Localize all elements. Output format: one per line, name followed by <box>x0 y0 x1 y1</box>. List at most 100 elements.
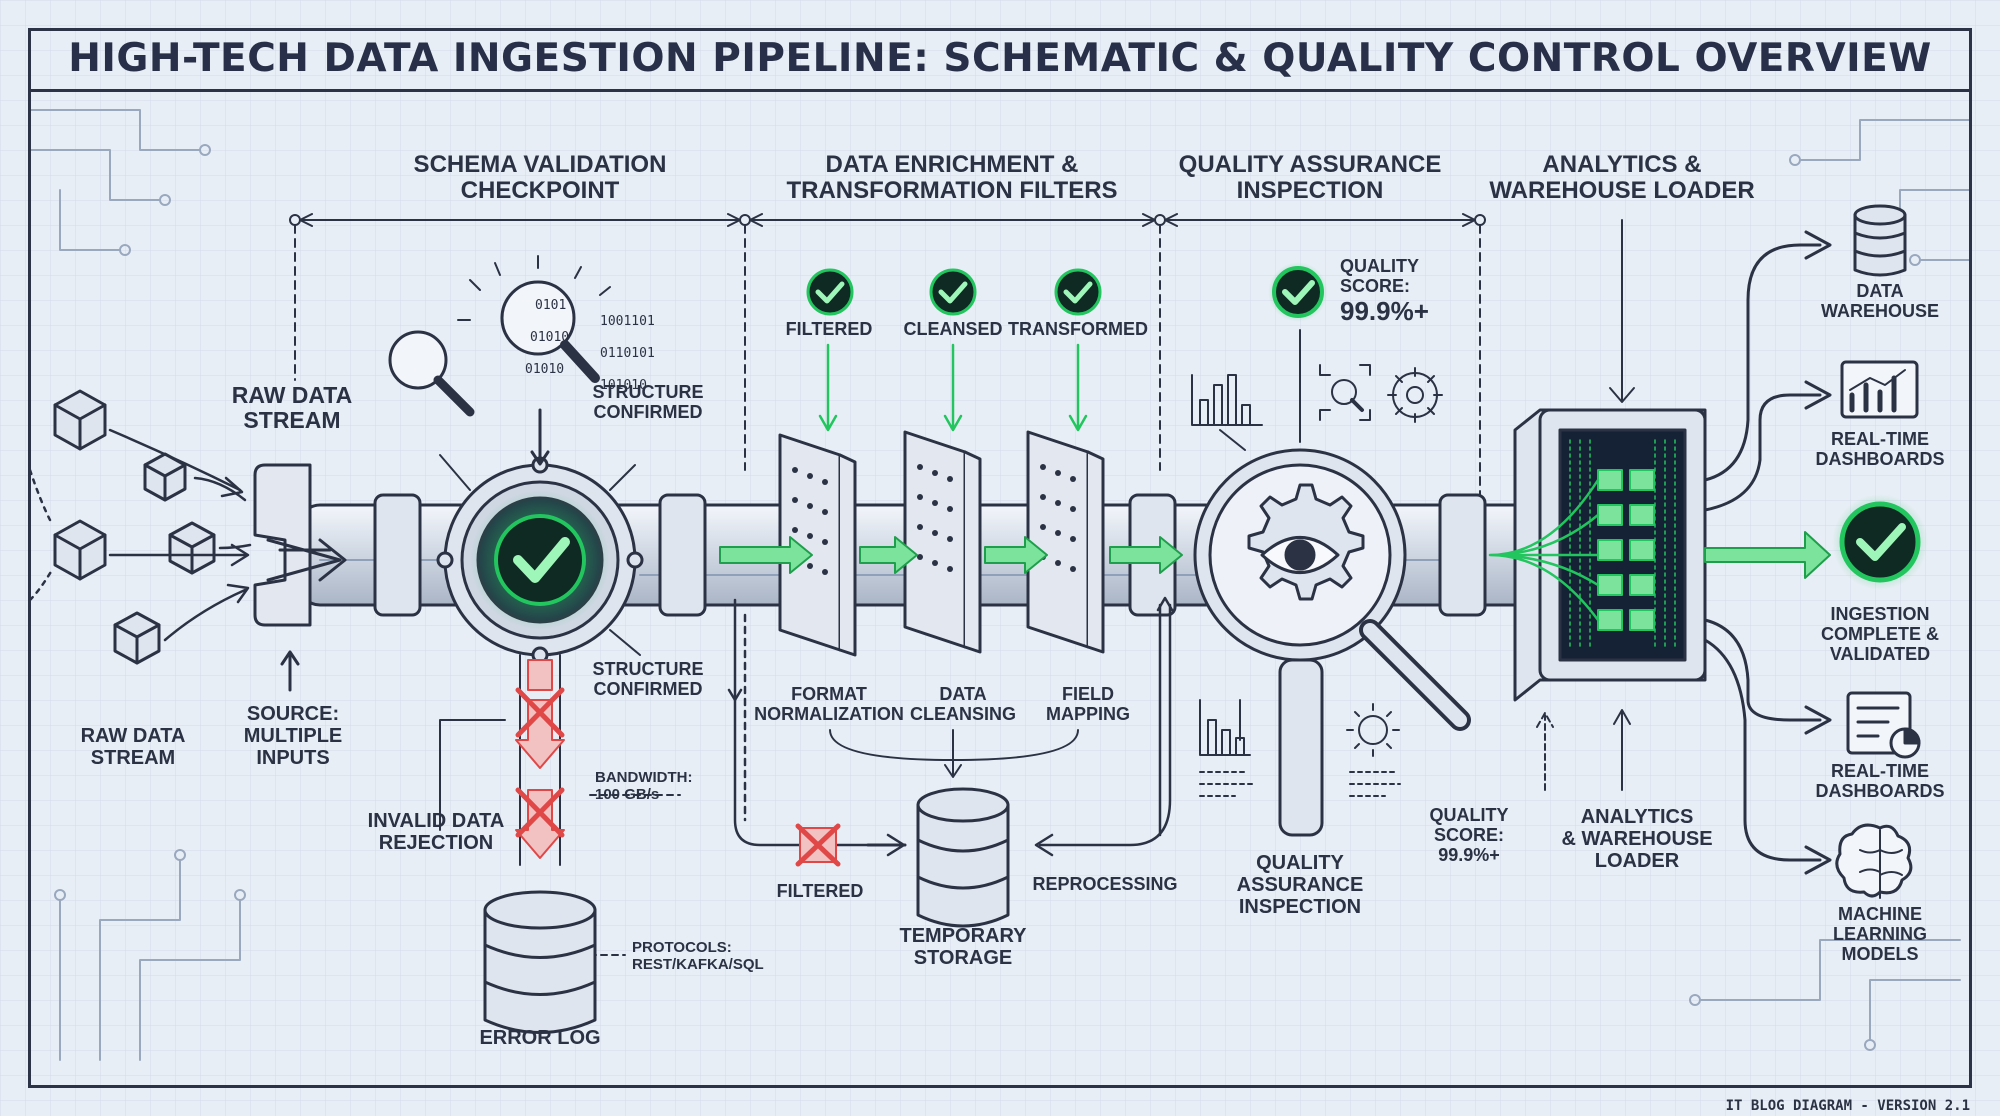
source-arrow <box>280 650 300 692</box>
outer-frame <box>28 28 1972 1088</box>
binary-line: 101010 <box>600 378 647 393</box>
label-line: CLEANSED <box>903 319 1003 339</box>
label-line: REAL-TIME <box>1830 761 1929 781</box>
analytics-loader-label-bottom: ANALYTICS & WAREHOUSE LOADER <box>1561 806 1712 872</box>
section-dividers <box>289 213 1635 501</box>
arrow-icon <box>719 536 1183 574</box>
label-line: SCORE: <box>1340 275 1411 296</box>
label-line: DASHBOARDS <box>1815 780 1945 801</box>
label-line: 100 GB/s <box>595 785 660 803</box>
label-line: MULTIPLE <box>243 725 343 747</box>
label-line: VALIDATED <box>1829 643 1931 664</box>
protocols-label: PROTOCOLS: REST/KAFKA/SQL <box>632 939 764 973</box>
label-line: STREAM <box>90 747 176 769</box>
checkmark-icon <box>1832 494 1928 590</box>
label-line: INVALID DATA <box>367 810 505 832</box>
label-line: 99.9%+ <box>1438 844 1500 865</box>
magnifier-icon <box>388 280 600 417</box>
label-line: FILTERED <box>776 881 864 901</box>
label-line: DATA <box>939 684 987 704</box>
label-line: QUALITY <box>1256 852 1344 874</box>
label-line: STORAGE <box>913 947 1013 969</box>
section-line: ANALYTICS & <box>1542 151 1702 178</box>
gear-icon <box>1387 367 1443 423</box>
invalid-data-rejection-label: INVALID DATA REJECTION <box>368 810 505 854</box>
rejection-chute <box>515 654 565 866</box>
label-line: PROTOCOLS: <box>632 939 732 956</box>
arrow-icon <box>1704 531 1831 579</box>
checkmark-icon <box>806 268 1102 316</box>
filter-format-normalization: FORMAT NORMALIZATION <box>754 684 904 725</box>
label-line: FIELD <box>1061 684 1114 704</box>
label-line: COMPLETE & <box>1820 623 1940 644</box>
output-arrows <box>1703 230 1832 875</box>
label-line: MAPPING <box>1045 703 1131 724</box>
filter-panel-icon <box>778 430 1105 657</box>
brain-icon <box>1835 823 1913 899</box>
inlet-manifold <box>253 463 347 627</box>
search-icon <box>1319 364 1371 421</box>
label-line: DATA <box>1856 281 1904 301</box>
label-line: DASHBOARDS <box>1815 448 1945 469</box>
label-line: TRANSFORMED <box>1008 319 1148 339</box>
label-line: REPROCESSING <box>1032 874 1178 894</box>
output-machine-learning-models: MACHINE LEARNING MODELS <box>1833 904 1927 964</box>
structure-confirmed-top: STRUCTURE CONFIRMED <box>593 382 704 423</box>
filter-data-cleansing: DATA CLEANSING <box>909 684 1017 725</box>
quality-assurance-inspection-label: QUALITY ASSURANCE INSPECTION <box>1237 852 1364 918</box>
label-line: CONFIRMED <box>593 678 703 699</box>
label-line: LEARNING <box>1833 923 1927 944</box>
output-data-warehouse: DATA WAREHOUSE <box>1821 281 1939 322</box>
label-line: REAL-TIME <box>1830 429 1929 449</box>
label-line: REJECTION <box>378 832 494 854</box>
label-line: & WAREHOUSE <box>1561 828 1713 850</box>
source-multiple-inputs-label: SOURCE: MULTIPLE INPUTS <box>244 703 343 769</box>
database-icon <box>483 890 597 1034</box>
section-line: QUALITY ASSURANCE <box>1178 151 1442 178</box>
label-line: CONFIRMED <box>593 401 703 422</box>
label-line: INGESTION <box>1830 604 1930 624</box>
section-line: DATA ENRICHMENT & <box>825 151 1079 178</box>
quality-score-value: 99.9%+ <box>1340 295 1429 326</box>
server-rack-icon <box>1488 408 1707 702</box>
label-line: ASSURANCE <box>1236 874 1364 896</box>
temporary-storage-label: TEMPORARY STORAGE <box>899 925 1026 969</box>
section-line: CHECKPOINT <box>460 177 620 205</box>
label-line: STRUCTURE <box>592 659 704 679</box>
label-line: CLEANSING <box>909 703 1017 724</box>
quality-score-bottom: QUALITY SCORE: 99.9%+ <box>1430 805 1509 865</box>
section-line: INSPECTION <box>1236 177 1384 205</box>
label-line: LOADER <box>1594 850 1680 872</box>
label-line: ERROR LOG <box>479 1027 601 1049</box>
status-transformed: TRANSFORMED <box>1008 319 1148 340</box>
raw-data-stream-label-bottom: RAW DATA STREAM <box>81 725 186 769</box>
footer-version: IT BLOG DIAGRAM - VERSION 2.1 <box>1725 1098 1970 1114</box>
title-bar: HIGH-TECH DATA INGESTION PIPELINE: SCHEM… <box>28 28 1972 92</box>
status-cleansed: CLEANSED <box>903 319 1003 340</box>
dashboard-icon <box>1840 360 1919 419</box>
label-line: FILTERED <box>785 319 873 339</box>
gear-eye-icon <box>1193 448 1471 837</box>
scan-rays <box>457 255 611 321</box>
structure-confirmed-bottom: STRUCTURE CONFIRMED <box>592 659 704 700</box>
filter-perforations <box>792 464 1076 575</box>
section-analytics-loader: ANALYTICS & WAREHOUSE LOADER <box>1489 151 1755 205</box>
red-x-icon <box>795 823 841 867</box>
section-line: WAREHOUSE LOADER <box>1489 177 1755 205</box>
label-line: INSPECTION <box>1238 896 1362 918</box>
checkpoint-arrow <box>530 408 550 466</box>
raw-data-stream-label-top: RAW DATA STREAM <box>232 382 353 434</box>
binary-line: 1001101 <box>600 314 655 329</box>
label-line: RAW DATA <box>80 725 186 747</box>
error-log-label: ERROR LOG <box>479 1027 600 1049</box>
label-line: ANALYTICS <box>1580 806 1694 828</box>
label-line: FORMAT <box>791 684 867 704</box>
output-real-time-dashboards-2: REAL-TIME DASHBOARDS <box>1815 761 1945 802</box>
filtered-bottom-label: FILTERED <box>776 881 864 902</box>
output-ingestion-complete: INGESTION COMPLETE & VALIDATED <box>1820 604 1940 664</box>
dashboard-icon <box>1846 691 1921 759</box>
label-line: QUALITY <box>1340 256 1419 276</box>
circuit-traces <box>29 109 1971 1061</box>
schema-checkpoint <box>436 454 644 664</box>
